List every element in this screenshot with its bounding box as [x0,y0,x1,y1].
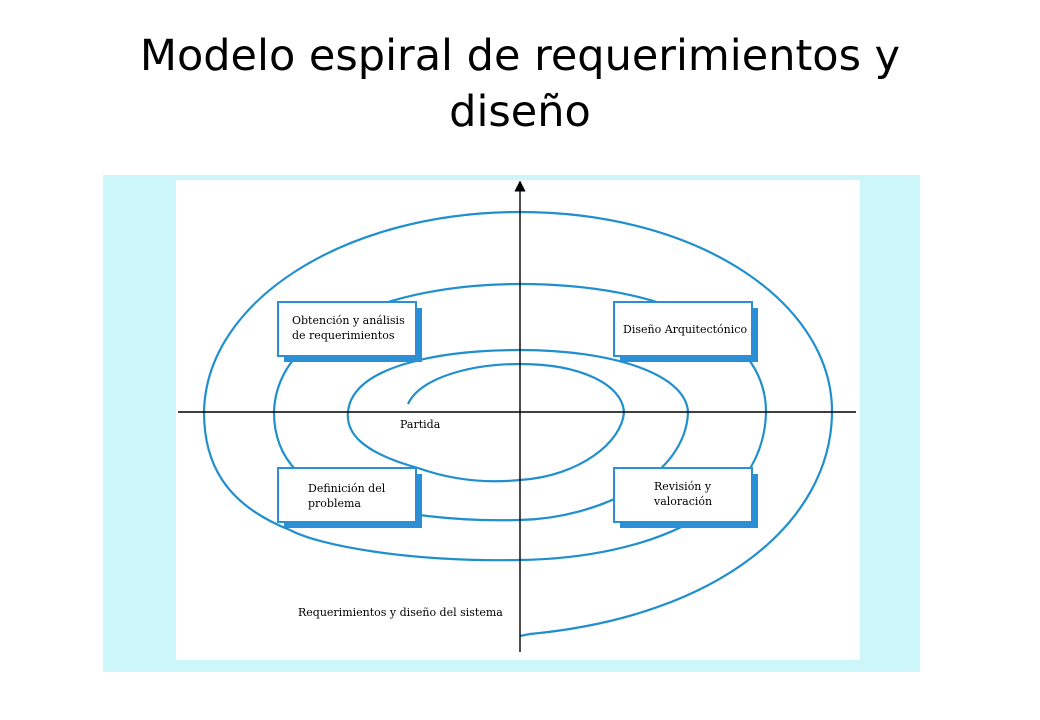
box-obtencion-line1: Obtención y análisis [292,314,405,327]
slide-title-line1: Modelo espiral de requerimientos y [139,31,901,81]
box-revision-valoracion: Revisión y valoración [613,467,758,528]
spiral-ring-1 [407,362,626,483]
bottom-label: Requerimientos y diseño del sistema [298,606,503,619]
box-diseno-arquitectonico: Diseño Arquitectónico [613,301,758,362]
spiral-ring-4 [202,210,834,638]
box-diseno-line1: Diseño Arquitectónico [623,323,747,336]
box-definicion-line2: problema [308,497,361,510]
slide-title: Modelo espiral de requerimientos y diseñ… [40,28,1000,140]
figure-frame [103,175,920,672]
box-obtencion-requerimientos: Obtención y análisis de requerimientos [277,301,422,362]
figure-canvas [176,180,860,660]
box-definicion-problema: Definición del problema [277,467,422,528]
box-revision-line1: Revisión y [654,480,712,493]
box-revision-line2: valoración [653,495,712,508]
box-obtencion-line2: de requerimientos [292,329,395,342]
start-label: Partida [400,418,441,431]
box-definicion-line1: Definición del [308,482,386,495]
slide-title-line2: diseño [449,87,591,137]
